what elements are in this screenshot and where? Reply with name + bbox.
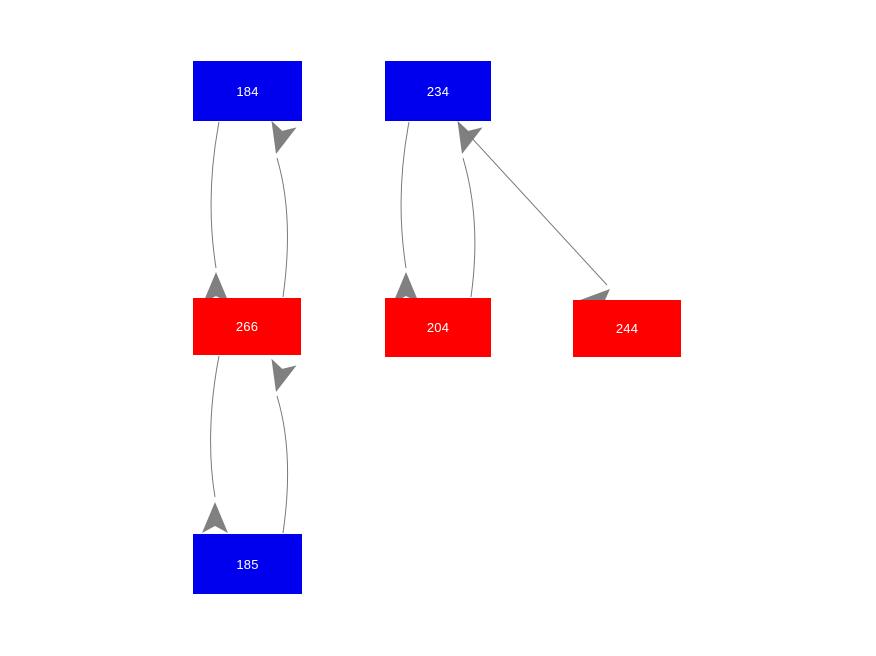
graph-node-184[interactable]: 184: [193, 61, 302, 121]
edge-234-to-204: [393, 121, 419, 303]
graph-node-266[interactable]: 266: [193, 298, 301, 355]
edge-204-to-234: [457, 120, 483, 298]
edge-234-to-244: [457, 122, 610, 320]
edge-line: [276, 395, 288, 534]
graph-node-204[interactable]: 204: [385, 298, 491, 357]
edge-266-to-184: [271, 120, 297, 298]
graph-node-244[interactable]: 244: [573, 300, 681, 357]
graph-node-label: 185: [236, 556, 259, 572]
graph-node-label: 184: [236, 83, 259, 99]
edge-line: [457, 122, 608, 286]
edge-line: [210, 355, 220, 498]
graph-node-234[interactable]: 234: [385, 61, 491, 121]
edge-266-to-185: [202, 355, 228, 533]
arrowhead-icon: [457, 120, 483, 154]
graph-node-label: 234: [426, 83, 450, 99]
arrowhead-icon: [271, 358, 297, 392]
edge-line: [210, 121, 220, 269]
edge-184-to-266: [203, 121, 229, 303]
graph-node-label: 266: [235, 319, 259, 334]
arrowhead-icon: [202, 502, 228, 533]
graph-node-185[interactable]: 185: [193, 534, 302, 594]
edge-line: [400, 121, 410, 269]
edge-line: [462, 157, 476, 298]
graph-node-label: 204: [426, 320, 450, 335]
graph-node-label: 244: [615, 321, 639, 336]
edge-line: [276, 157, 288, 298]
edge-185-to-266: [271, 358, 297, 534]
arrowhead-icon: [271, 120, 297, 154]
